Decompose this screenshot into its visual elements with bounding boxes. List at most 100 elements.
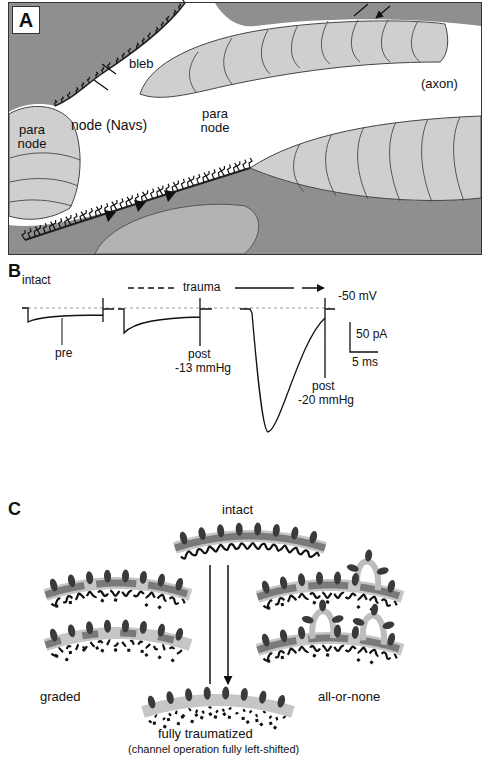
current-traces bbox=[22, 288, 378, 432]
membrane-fuzz bbox=[55, 0, 185, 106]
sodium-channel bbox=[184, 688, 193, 702]
state-label: fully traumatized bbox=[158, 727, 253, 741]
cytoskeleton-debris bbox=[326, 653, 330, 657]
membrane-bleb bbox=[363, 615, 384, 644]
progression-arrow bbox=[210, 565, 228, 684]
sodium-channel bbox=[279, 629, 288, 643]
paranode-loops bbox=[9, 106, 80, 219]
membrane-segment bbox=[258, 599, 403, 664]
state-note: (channel operation fully left-shifted) bbox=[128, 744, 299, 756]
sodium-channel bbox=[197, 527, 206, 541]
sodium-channel bbox=[85, 621, 94, 635]
membrane-band bbox=[143, 700, 293, 712]
sodium-channel bbox=[316, 572, 324, 585]
sodium-channel bbox=[276, 694, 286, 708]
cytoskeleton-debris bbox=[82, 648, 86, 652]
sodium-channel bbox=[122, 619, 129, 632]
axon-membrane bbox=[25, 168, 250, 240]
sodium-channel bbox=[290, 526, 299, 540]
membrane-schematics bbox=[46, 522, 403, 729]
paranode-loops bbox=[250, 116, 481, 200]
sodium-channel bbox=[49, 578, 59, 592]
pointer-arrow bbox=[94, 4, 390, 90]
current-trace bbox=[118, 298, 212, 346]
cytoskeleton-debris bbox=[369, 660, 373, 664]
cytoskeleton-debris bbox=[281, 603, 284, 606]
scale-label: 50 pA bbox=[356, 328, 387, 341]
sodium-channel bbox=[139, 621, 147, 635]
label-tick bbox=[62, 318, 63, 345]
sodium-channel bbox=[165, 691, 174, 705]
cytoskeleton bbox=[181, 543, 319, 559]
cytoskeleton-debris bbox=[65, 658, 69, 662]
sodium-channel bbox=[319, 599, 326, 611]
baseline bbox=[22, 308, 330, 309]
cytoskeleton-debris bbox=[194, 713, 198, 717]
current-trace bbox=[240, 298, 335, 432]
sodium-channel bbox=[346, 563, 360, 573]
sodium-channel bbox=[308, 530, 318, 544]
sodium-channel bbox=[331, 614, 344, 624]
trace-label: pre bbox=[55, 347, 72, 360]
membrane-segment bbox=[258, 549, 403, 611]
trace-label: post bbox=[312, 380, 335, 393]
bleb-membrane bbox=[55, 3, 185, 106]
cytoskeleton-debris bbox=[55, 605, 58, 608]
pressure-value: -20 mmHg bbox=[298, 394, 354, 407]
sodium-channel bbox=[174, 627, 184, 641]
current-trace bbox=[22, 298, 114, 322]
cytoskeleton-debris bbox=[167, 718, 170, 721]
cytoskeleton-debris bbox=[171, 658, 175, 662]
sodium-channel bbox=[139, 571, 147, 585]
membrane-segment bbox=[175, 522, 325, 558]
cytoskeleton-debris bbox=[312, 601, 316, 605]
cytoskeleton-debris bbox=[157, 655, 161, 659]
sodium-channel bbox=[258, 690, 267, 704]
sodium-channel bbox=[67, 574, 76, 588]
myelin-loop-lines bbox=[294, 117, 464, 202]
cytoskeleton-debris bbox=[356, 658, 360, 662]
sodium-channel bbox=[240, 688, 248, 702]
cytoskeleton-debris bbox=[69, 651, 72, 654]
cytoskeleton bbox=[51, 590, 184, 606]
trauma-arrow bbox=[235, 287, 324, 288]
cytoskeleton-debris bbox=[180, 715, 184, 719]
cytoskeleton-debris bbox=[127, 649, 130, 652]
membrane-bleb bbox=[357, 561, 378, 590]
sodium-channel bbox=[67, 624, 76, 638]
cytoskeleton-debris bbox=[326, 600, 330, 604]
cytoskeleton-debris bbox=[100, 599, 104, 603]
cell-profile bbox=[95, 204, 259, 254]
state-label: graded bbox=[40, 690, 80, 704]
cytoskeleton-debris bbox=[281, 656, 284, 659]
sodium-channel bbox=[178, 531, 188, 545]
condition-label: trauma bbox=[183, 281, 220, 294]
sodium-channel bbox=[351, 626, 359, 640]
panel-letter-box: A bbox=[12, 6, 40, 34]
sodium-channel bbox=[386, 632, 396, 646]
cytoskeleton-debris bbox=[100, 649, 104, 653]
sodium-channel bbox=[370, 603, 379, 616]
cytoskeleton-debris bbox=[144, 603, 148, 607]
membrane-segment bbox=[143, 686, 293, 729]
cytoskeleton-debris bbox=[190, 720, 193, 723]
sodium-channel bbox=[235, 523, 243, 536]
cytoskeleton-debris bbox=[55, 655, 58, 658]
cytoskeleton-debris bbox=[267, 660, 270, 663]
structure-label: para node bbox=[12, 123, 52, 150]
membrane-segment bbox=[46, 619, 191, 662]
sodium-channel bbox=[261, 633, 271, 647]
structure-label: (axon) bbox=[421, 77, 458, 91]
node-of-ranvier-illustration bbox=[9, 0, 481, 254]
sodium-channel bbox=[352, 617, 366, 627]
sodium-channel bbox=[222, 686, 229, 699]
sodium-channel bbox=[334, 571, 341, 584]
cytoskeleton-debris bbox=[95, 646, 99, 650]
state-label: intact bbox=[222, 503, 253, 517]
cytoskeleton-debris bbox=[200, 716, 204, 720]
panel-letter: C bbox=[8, 500, 21, 519]
sodium-channel bbox=[146, 695, 156, 709]
membrane-bleb bbox=[312, 611, 333, 638]
membrane-fuzz bbox=[22, 158, 252, 240]
sodium-channel bbox=[297, 573, 306, 587]
